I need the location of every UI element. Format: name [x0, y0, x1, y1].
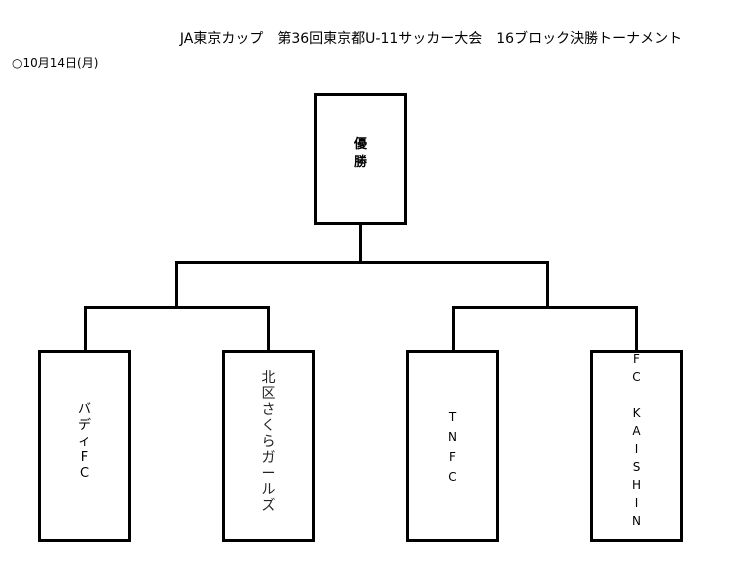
- champion-char: 優勝: [353, 137, 367, 170]
- team-name-char: A: [632, 424, 641, 438]
- team-name-char: 区: [261, 386, 276, 402]
- team-name-char: K: [632, 406, 641, 420]
- team-name-char: I: [634, 442, 639, 456]
- bracket-left-bar: [84, 306, 270, 309]
- team-name-char: C: [79, 466, 90, 481]
- team-name-char: F: [449, 450, 456, 464]
- team-name-char: C: [448, 470, 457, 484]
- team-name-char: さ: [261, 402, 276, 418]
- team-name-char: C: [632, 370, 641, 384]
- champion-box: 優勝: [314, 93, 407, 225]
- team-name-char: ガ: [261, 450, 276, 466]
- team-name-char: T: [448, 410, 457, 424]
- team-name-2: 北区さくらガールズ: [225, 371, 312, 513]
- team-name-char: ィ: [77, 434, 91, 449]
- team-name-char: S: [632, 460, 641, 474]
- team-name-char: デ: [77, 418, 91, 433]
- bracket-drop-4: [635, 306, 638, 352]
- team-name-char: H: [631, 478, 642, 492]
- bracket-drop-3: [452, 306, 455, 352]
- team-name-char: ズ: [261, 498, 276, 514]
- team-name-char: く: [261, 418, 276, 434]
- match-date: ○10月14日(月): [12, 56, 99, 70]
- champion-label: 優勝: [317, 136, 404, 172]
- team-name-char: N: [448, 430, 457, 444]
- team-name-char: F: [80, 450, 89, 465]
- team-name-char: N: [632, 514, 641, 528]
- team-name-char: F: [633, 352, 640, 366]
- team-name-char: 北: [261, 370, 276, 386]
- page-title: JA東京カップ 第36回東京都U-11サッカー大会 16ブロック決勝トーナメント: [179, 31, 683, 47]
- bracket-right-bar: [452, 306, 638, 309]
- team-name-char: ー: [261, 466, 276, 482]
- team-name-char: I: [634, 496, 639, 510]
- team-name-char: [627, 389, 647, 401]
- team-box-2: 北区さくらガールズ: [222, 350, 315, 542]
- team-name-char: ら: [261, 434, 276, 450]
- team-name-char: バ: [77, 402, 91, 417]
- bracket-left-stem: [175, 261, 178, 309]
- bracket-drop-2: [267, 306, 270, 352]
- bracket-top-bar: [175, 261, 549, 264]
- bracket-drop-1: [84, 306, 87, 352]
- bracket-right-stem: [546, 261, 549, 309]
- team-name-char: ル: [261, 482, 276, 498]
- bracket-champion-stem: [359, 225, 362, 263]
